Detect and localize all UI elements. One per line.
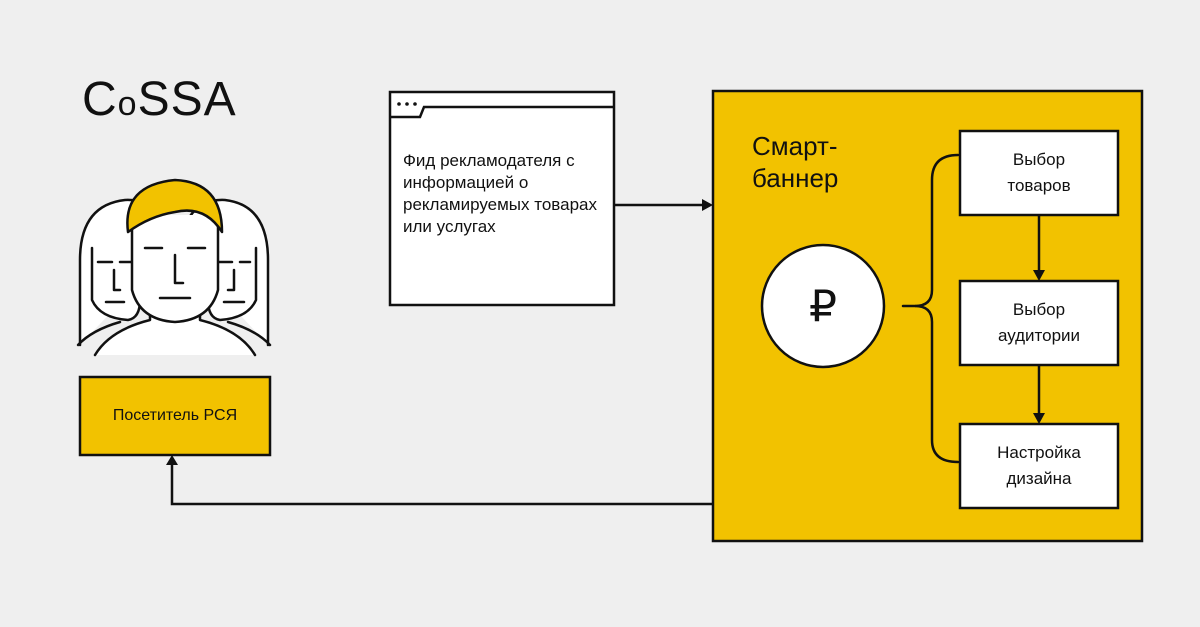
visitor-box — [78, 375, 272, 457]
people-icon — [76, 178, 272, 357]
feed-text: Фид рекламодателя с информацией о реклам… — [403, 151, 598, 236]
step-select-products: Выбор товаров — [1007, 150, 1071, 195]
logo-text-c: C — [82, 73, 118, 126]
ruble-circle — [760, 243, 886, 369]
arrow-icon — [1033, 215, 1045, 281]
smart-banner-title: Смарт-баннер — [752, 131, 839, 193]
logo-text-rest: SSA — [137, 73, 237, 126]
step-design-setup: Настройка дизайна — [997, 443, 1081, 488]
curly-brace-icon — [901, 153, 960, 464]
cossa-logo[interactable]: CoSSA — [82, 76, 237, 124]
step-select-audience: Выбор аудитории — [997, 300, 1081, 345]
arrow-icon — [614, 199, 713, 211]
step-box — [958, 129, 1120, 217]
ruble-icon: ₽ — [809, 280, 837, 332]
logo-text-o: o — [117, 85, 138, 123]
visitor-label: Посетитель РСЯ — [112, 407, 238, 424]
arrow-icon — [166, 455, 713, 506]
arrow-icon — [1033, 365, 1045, 424]
browser-window-icon — [388, 90, 616, 307]
